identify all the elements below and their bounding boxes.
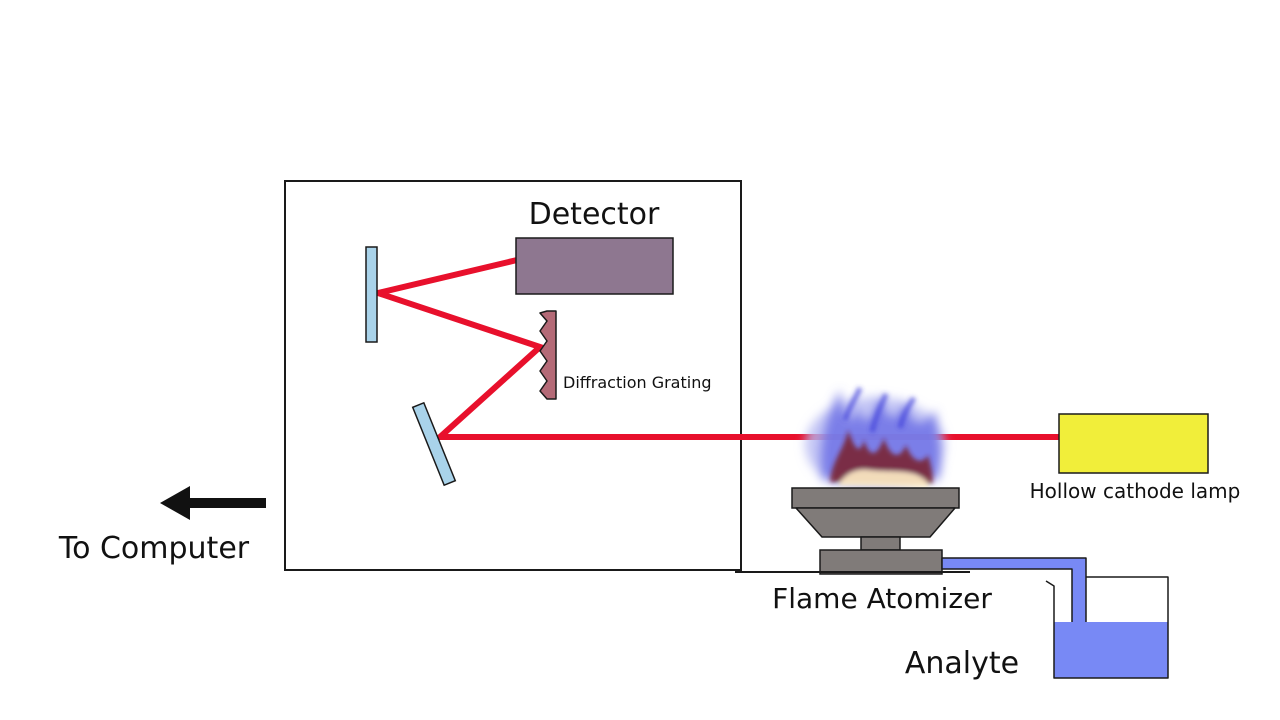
mirror-top bbox=[365, 246, 378, 343]
to-computer-label: To Computer bbox=[58, 531, 250, 566]
hollow-cathode-lamp bbox=[1058, 413, 1209, 474]
mirror-bottom bbox=[411, 401, 457, 487]
hollow-cathode-lamp-label: Hollow cathode lamp bbox=[1030, 479, 1241, 503]
analyte-label: Analyte bbox=[905, 646, 1019, 681]
flame bbox=[805, 387, 945, 493]
diffraction-grating-label: Diffraction Grating bbox=[563, 373, 712, 392]
diffraction-grating bbox=[539, 310, 557, 400]
spectrometer-housing bbox=[284, 180, 742, 571]
light-beam bbox=[367, 257, 1060, 440]
flame-atomizer-label: Flame Atomizer bbox=[772, 582, 992, 615]
burner bbox=[735, 487, 970, 575]
detector-label: Detector bbox=[529, 197, 660, 232]
to-computer-arrow bbox=[160, 486, 266, 520]
detector-box bbox=[515, 237, 674, 295]
analyte-beaker bbox=[1045, 576, 1169, 679]
